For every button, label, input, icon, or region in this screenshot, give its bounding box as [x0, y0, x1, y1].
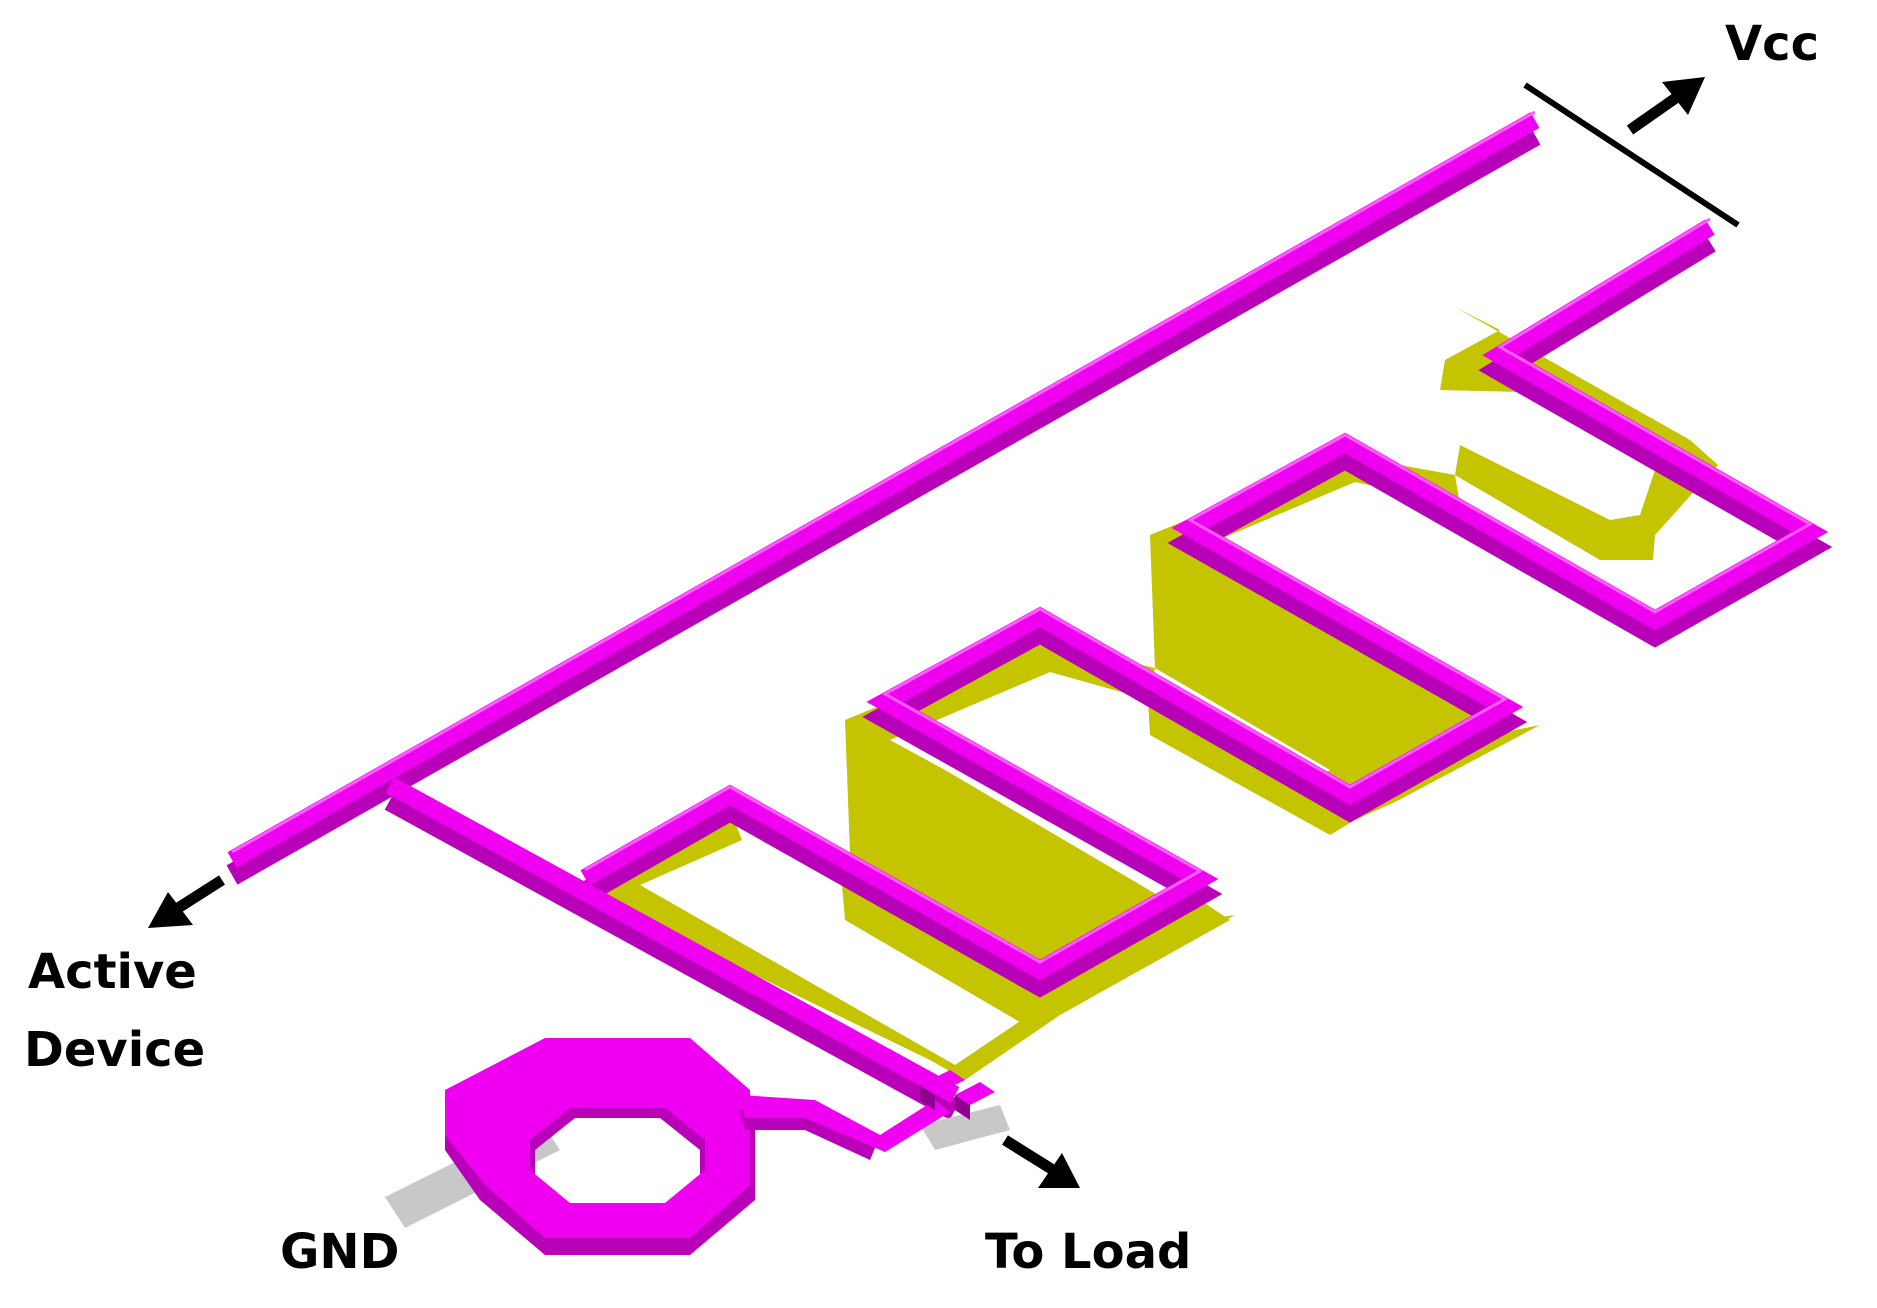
arrow-down-left-icon — [148, 875, 225, 928]
gnd-label: GND — [280, 1224, 399, 1280]
vcc-label: Vcc — [1725, 16, 1819, 72]
vcc-cut-line — [1523, 82, 1740, 228]
load-pad — [920, 1105, 1010, 1150]
trace-meander — [580, 219, 1829, 981]
microstrip-traces — [226, 110, 1833, 1120]
inductor-ring-top — [445, 1038, 750, 1238]
arrow-up-right-icon — [1626, 77, 1705, 135]
trace-highlight-layer — [231, 110, 1814, 964]
trace-stub — [385, 777, 960, 1103]
connector-block-1 — [920, 1070, 965, 1095]
active-device-label-line2: Device — [24, 1022, 205, 1078]
arrow-down-right-icon — [1002, 1135, 1080, 1188]
trace-meander-side — [579, 232, 1833, 998]
connector-block-1-side — [920, 1085, 935, 1110]
inductor-feed-top — [740, 1095, 950, 1152]
trace-main-highlight — [231, 110, 1536, 854]
trace-side-layer — [226, 125, 1833, 1120]
connector-block-2-side — [955, 1095, 970, 1120]
trace-meander-highlight — [584, 217, 1814, 964]
trace-top-layer — [227, 112, 1829, 1103]
trace-main — [227, 112, 1540, 868]
spiral-inductor — [385, 1038, 1010, 1255]
trace-main-side — [226, 125, 1541, 885]
to-load-label: To Load — [985, 1224, 1191, 1280]
connector-block-2 — [955, 1082, 995, 1105]
ground-shadow-1 — [600, 810, 1230, 1080]
active-device-label-line1: Active — [28, 944, 197, 1000]
trace-stub-side — [384, 790, 961, 1120]
inductor-feed-side — [740, 1110, 875, 1160]
